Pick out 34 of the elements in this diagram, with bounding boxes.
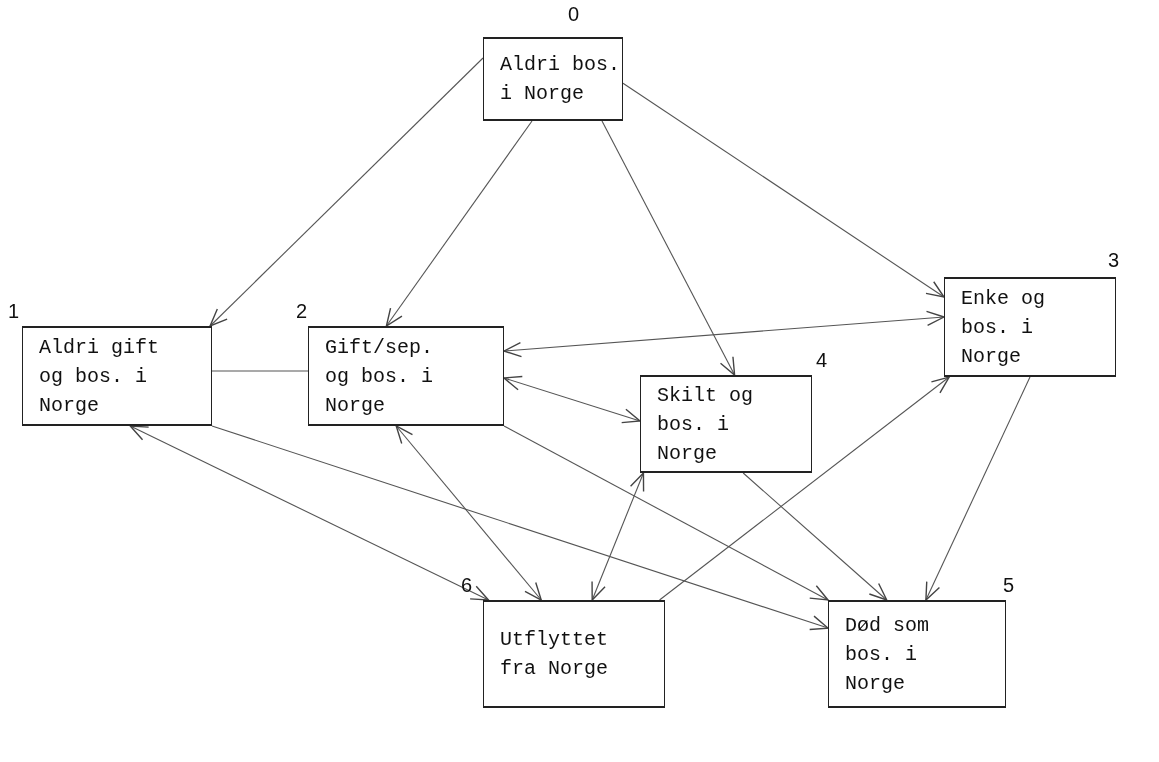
state-label: Aldri bos. i Norge — [500, 52, 620, 107]
arrow — [742, 472, 888, 601]
state-number: 1 — [8, 300, 20, 322]
arrow — [659, 376, 950, 601]
state-box — [944, 277, 1116, 377]
state-label: Utflyttet fra Norge — [500, 627, 610, 682]
state-number: 0 — [568, 3, 580, 25]
arrow — [395, 425, 542, 601]
state-label: Enke og bos. i Norge — [961, 285, 1046, 370]
state-box — [483, 600, 665, 708]
arrow — [591, 472, 645, 601]
arrow — [211, 425, 829, 631]
state-box — [483, 37, 623, 121]
arrow — [925, 376, 1031, 601]
arrow — [503, 310, 945, 358]
state-number: 5 — [1003, 574, 1015, 596]
state-box — [640, 375, 812, 473]
state-label: Skilt og bos. i Norge — [657, 382, 753, 467]
state-number: 4 — [816, 349, 828, 371]
arrow — [601, 120, 736, 376]
state-number: 2 — [296, 300, 308, 322]
state-number: 3 — [1108, 249, 1120, 271]
state-label: Aldri gift og bos. i Norge — [39, 334, 159, 419]
state-label: Død som bos. i Norge — [845, 612, 930, 697]
state-box — [828, 600, 1006, 708]
arrow — [209, 57, 484, 327]
state-box — [308, 326, 504, 426]
arrow — [503, 425, 829, 601]
arrow — [385, 120, 533, 327]
arrow — [503, 375, 641, 424]
arrow — [622, 82, 945, 298]
state-box — [22, 326, 212, 426]
state-label: Gift/sep. og bos. i Norge — [325, 334, 435, 419]
arrow — [129, 425, 490, 601]
